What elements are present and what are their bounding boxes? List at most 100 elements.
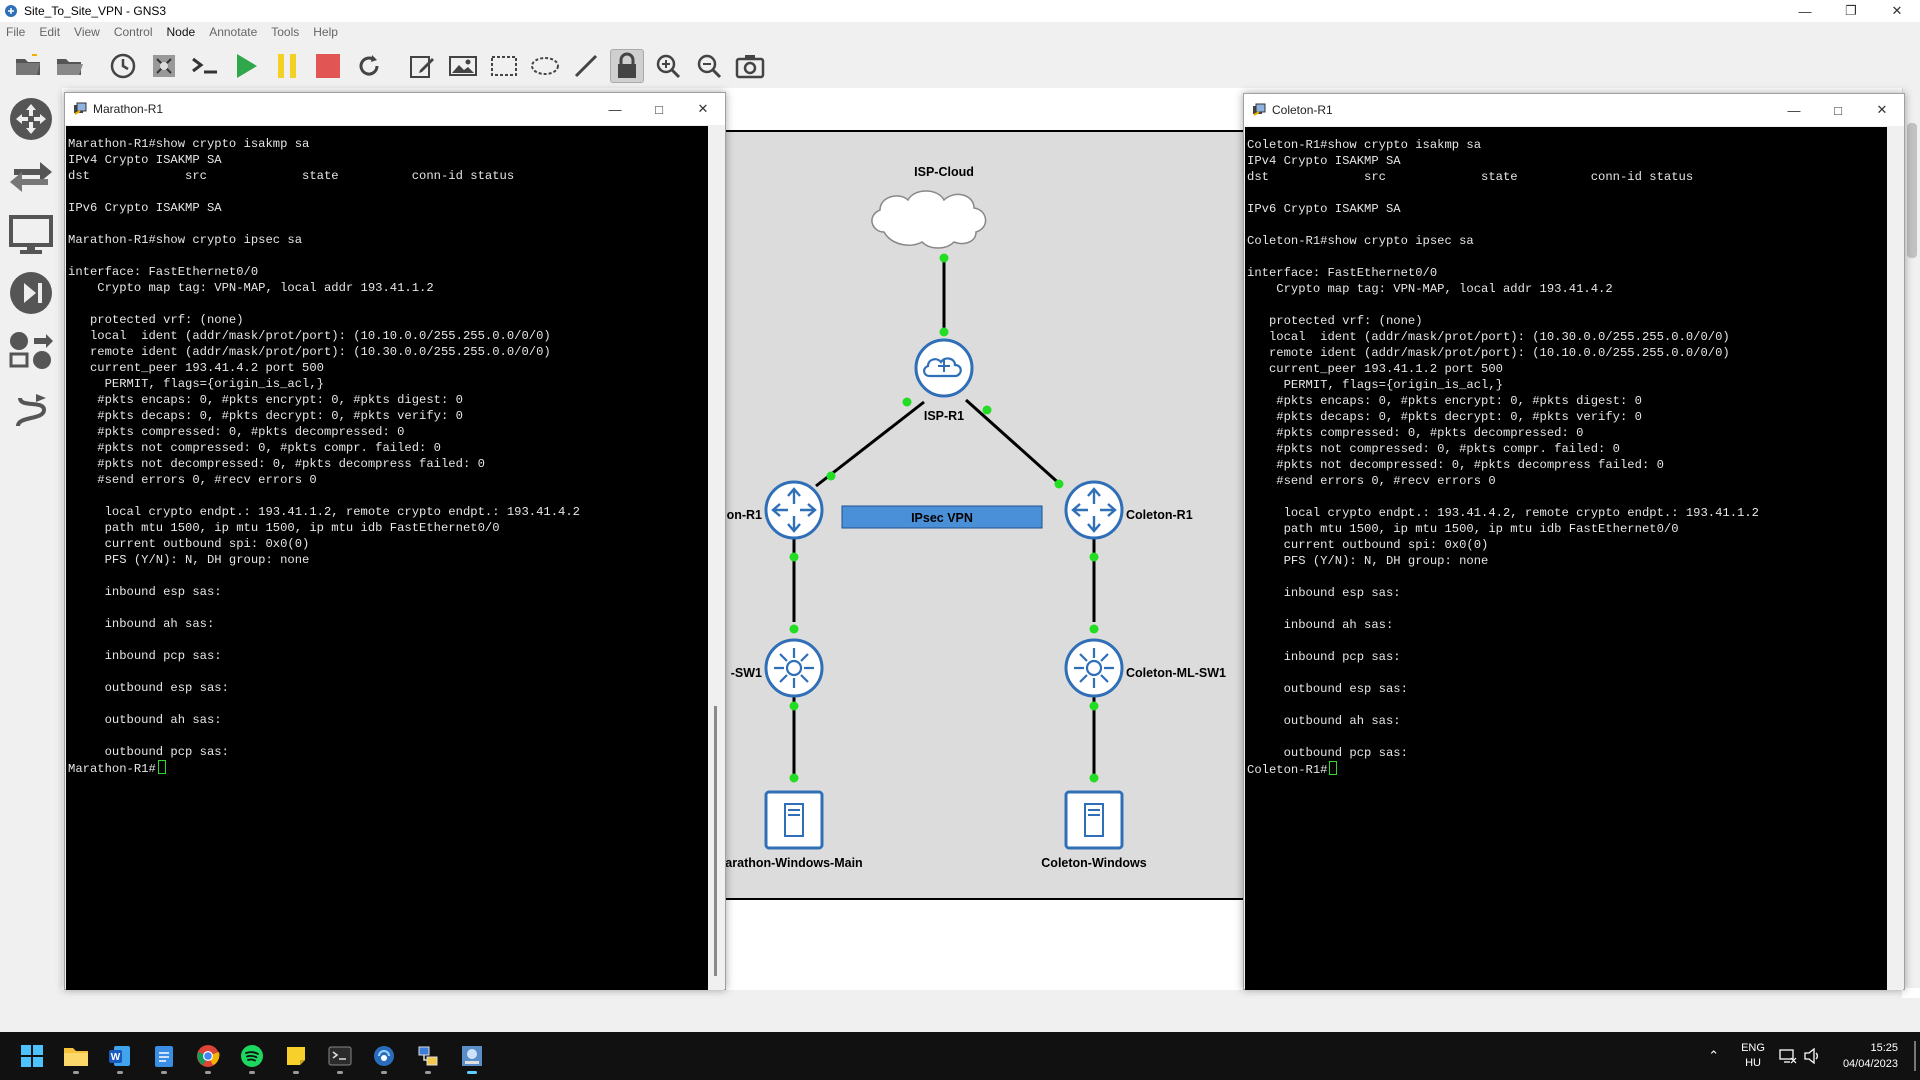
console-close-button[interactable]: ✕ (697, 101, 709, 116)
console-maximize-button[interactable]: □ (1834, 102, 1842, 118)
add-link-icon[interactable] (4, 382, 58, 436)
console-maximize-button[interactable]: □ (655, 101, 663, 117)
security-devices-icon[interactable] (4, 266, 58, 320)
screenshot-icon[interactable] (733, 49, 767, 83)
terminal-prompt-line[interactable]: Marathon-R1# (68, 760, 706, 777)
draw-rectangle-icon[interactable] (487, 49, 521, 83)
terminal-line: Marathon-R1#show crypto ipsec sa (68, 233, 303, 247)
coleton-ml-sw1-node[interactable]: Coleton-ML-SW1 (1064, 638, 1226, 698)
lock-icon[interactable] (610, 49, 644, 83)
gns3-icon[interactable] (452, 1036, 492, 1076)
terminal-line: #pkts compressed: 0, #pkts decompressed:… (1247, 426, 1584, 440)
menu-tools[interactable]: Tools (271, 25, 300, 39)
canvas-horizontal-scrollbar[interactable] (62, 990, 1902, 1000)
link-dot (789, 552, 799, 562)
minimize-button[interactable]: — (1798, 3, 1812, 19)
link-isp-coleton (964, 398, 1064, 488)
coleton-windows-node[interactable]: Coleton-Windows (1041, 790, 1147, 870)
scrollbar-thumb[interactable] (1907, 123, 1917, 258)
insert-image-icon[interactable] (446, 49, 480, 83)
snapshot-icon[interactable] (147, 49, 181, 83)
console-minimize-button[interactable]: — (608, 101, 622, 117)
cloud-icon (871, 190, 987, 249)
console-title-bar[interactable]: Coleton-R1 — □ ✕ (1244, 94, 1904, 126)
terminal-line: #pkts not compressed: 0, #pkts compr. fa… (1247, 442, 1620, 456)
reload-icon[interactable] (352, 49, 386, 83)
ipsec-vpn-annotation[interactable]: IPsec VPN (841, 505, 1043, 529)
node-label-marathon-pc: arathon-Windows-Main (725, 856, 862, 870)
topology-diagram: ISP-Cloud ISP-R1 on-R1 Coleton-R1 (725, 165, 1226, 870)
start-icon[interactable] (229, 49, 263, 83)
isp-r1-node[interactable]: ISP-R1 (914, 338, 974, 423)
stop-icon[interactable] (311, 49, 345, 83)
coleton-r1-node[interactable]: Coleton-R1 (1064, 480, 1193, 540)
menu-control[interactable]: Control (113, 25, 153, 39)
pause-icon[interactable] (270, 49, 304, 83)
spotify-icon[interactable] (232, 1036, 272, 1076)
menu-view[interactable]: View (74, 25, 100, 39)
terminal-line: PERMIT, flags={origin_is_acl,} (1247, 378, 1503, 392)
menu-edit[interactable]: Edit (39, 25, 61, 39)
terminal-scroll-thumb[interactable] (714, 706, 717, 976)
terminal-cursor (157, 760, 166, 774)
zoom-in-icon[interactable] (651, 49, 685, 83)
routers-icon[interactable] (4, 92, 58, 146)
marathon-ml-sw1-node[interactable]: -SW1 (731, 638, 824, 698)
terminal-line (1247, 665, 1885, 681)
terminal-scrollbar[interactable] (708, 126, 724, 990)
terminal-icon[interactable] (320, 1036, 360, 1076)
show-desktop-button[interactable] (1914, 1041, 1916, 1071)
terminal-line: #send errors 0, #recv errors 0 (68, 473, 317, 487)
clock[interactable]: 15:25 04/04/2023 (1843, 1040, 1898, 1072)
file-explorer-icon[interactable] (56, 1036, 96, 1076)
open-folder-icon[interactable] (12, 49, 46, 83)
menu-help[interactable]: Help (313, 25, 338, 39)
terminal-prompt: Marathon-R1# (68, 762, 156, 776)
isp-cloud-node[interactable]: ISP-Cloud (871, 165, 987, 249)
console-icon[interactable] (188, 49, 222, 83)
terminal-line: protected vrf: (none) (68, 313, 244, 327)
chevron-up-icon[interactable]: ⌃ (1708, 1048, 1720, 1063)
all-devices-icon[interactable] (4, 324, 58, 378)
switches-icon[interactable] (4, 150, 58, 204)
menu-file[interactable]: File (6, 25, 26, 39)
word-icon[interactable]: W (100, 1036, 140, 1076)
terminal-prompt: Coleton-R1# (1247, 763, 1328, 777)
coleton-r1-console-window[interactable]: Coleton-R1 — □ ✕ Coleton-R1#show crypto … (1243, 93, 1905, 990)
terminal-line: inbound esp sas: (1247, 586, 1401, 600)
notepad-icon[interactable] (144, 1036, 184, 1076)
sticky-notes-icon[interactable] (276, 1036, 316, 1076)
vpn-app-icon[interactable] (364, 1036, 404, 1076)
network-icon[interactable] (1779, 1048, 1797, 1064)
speaker-icon[interactable] (1803, 1048, 1821, 1064)
start-icon[interactable] (12, 1036, 52, 1076)
marathon-r1-console-window[interactable]: Marathon-R1 — □ ✕ Marathon-R1#show crypt… (64, 92, 726, 990)
terminal-line: path mtu 1500, ip mtu 1500, ip mtu idb F… (68, 521, 500, 535)
chrome-icon[interactable] (188, 1036, 228, 1076)
terminal-line: Marathon-R1#show crypto isakmp sa (68, 137, 310, 151)
clock-icon[interactable] (106, 49, 140, 83)
menu-annotate[interactable]: Annotate (209, 25, 258, 39)
draw-ellipse-icon[interactable] (528, 49, 562, 83)
open-project-icon[interactable] (53, 49, 87, 83)
edit-note-icon[interactable] (405, 49, 439, 83)
console-close-button[interactable]: ✕ (1876, 102, 1888, 117)
zoom-out-icon[interactable] (692, 49, 726, 83)
terminal-scrollbar[interactable] (1887, 127, 1903, 990)
menu-node[interactable]: Node (166, 25, 196, 39)
console-title-bar[interactable]: Marathon-R1 — □ ✕ (65, 93, 725, 125)
language-indicator[interactable]: ENG HU (1741, 1041, 1765, 1071)
end-devices-icon[interactable] (4, 208, 58, 262)
console-title: Marathon-R1 (93, 102, 164, 116)
terminal-prompt-line[interactable]: Coleton-R1# (1247, 761, 1885, 778)
draw-line-icon[interactable] (569, 49, 603, 83)
network-app-icon[interactable] (408, 1036, 448, 1076)
marathon-windows-node[interactable]: arathon-Windows-Main (725, 790, 863, 870)
terminal-line: protected vrf: (none) (1247, 314, 1423, 328)
close-button[interactable]: ✕ (1891, 3, 1903, 18)
marathon-r1-node[interactable]: on-R1 (727, 480, 824, 540)
maximize-button[interactable]: ❐ (1845, 3, 1857, 18)
console-minimize-button[interactable]: — (1787, 102, 1801, 118)
